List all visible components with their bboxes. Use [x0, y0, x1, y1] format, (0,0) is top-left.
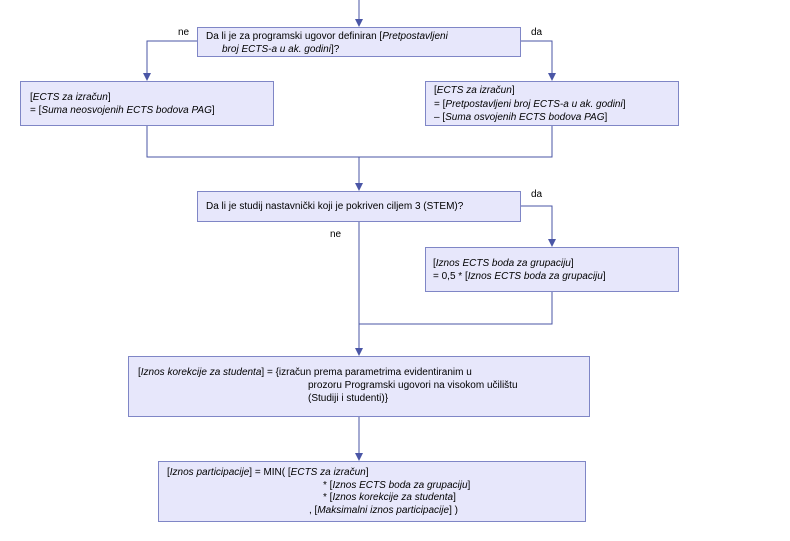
box-iznos-participacije: [Iznos participacije] = MIN( [ECTS za iz…: [158, 461, 586, 522]
box-ects-bod-grupacija: [Iznos ECTS boda za grupaciju] = 0,5 * […: [425, 247, 679, 292]
box-ects-neosvojeni: [ECTS za izračun] = [Suma neosvojenih EC…: [20, 81, 274, 126]
branch-label-no-1: ne: [178, 27, 190, 38]
decision-ects-defined: Da li je za programski ugovor definiran …: [197, 27, 521, 57]
branch-label-yes-1: da: [531, 27, 543, 38]
box-iznos-korekcije: [Iznos korekcije za studenta] = {izračun…: [128, 356, 590, 417]
branch-label-yes-2: da: [531, 189, 543, 200]
decision-stem: Da li je studij nastavnički koji je pokr…: [197, 191, 521, 222]
branch-label-no-2: ne: [330, 229, 342, 240]
box-ects-pretpostavljeni: [ECTS za izračun] = [Pretpostavljeni bro…: [425, 81, 679, 126]
